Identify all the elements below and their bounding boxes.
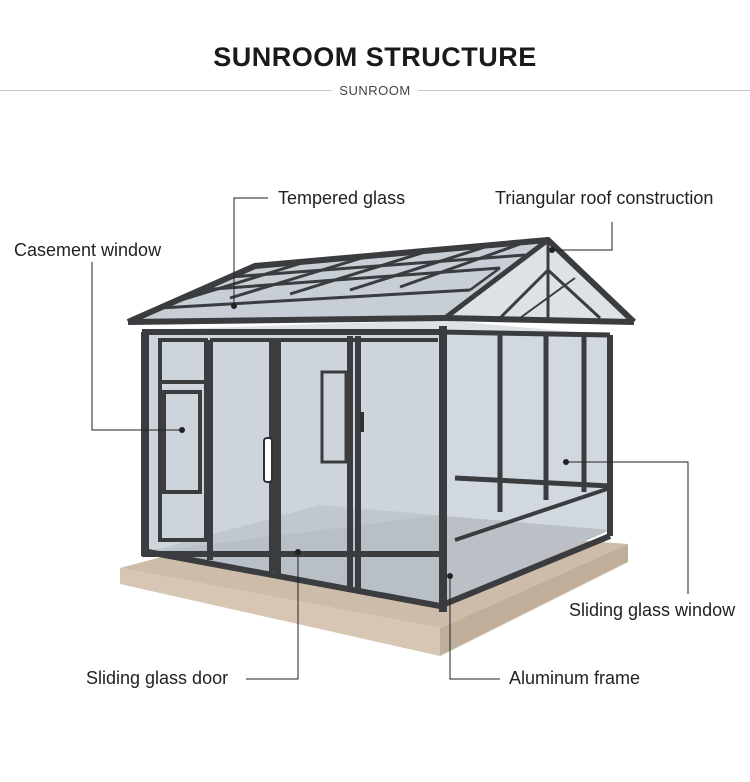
leader-casement-window bbox=[91, 262, 182, 431]
label-tempered-glass: Tempered glass bbox=[278, 188, 406, 208]
leader-sliding-glass-window bbox=[566, 461, 689, 594]
base-slab-front bbox=[120, 568, 440, 656]
page-subtitle: SUNROOM bbox=[339, 83, 411, 98]
front-wall-glass bbox=[148, 332, 440, 606]
base-slab-side bbox=[440, 544, 628, 656]
leader-tempered-glass bbox=[233, 197, 268, 306]
leader-aluminum-frame bbox=[449, 576, 500, 680]
divider-right bbox=[418, 90, 750, 91]
label-sliding-glass-window: Sliding glass window bbox=[569, 600, 736, 620]
label-aluminum-frame: Aluminum frame bbox=[509, 668, 641, 688]
divider-left bbox=[0, 90, 332, 91]
page-title: SUNROOM STRUCTURE bbox=[213, 42, 537, 72]
leader-sliding-glass-door bbox=[246, 552, 299, 680]
door-handle-small bbox=[360, 412, 364, 432]
label-casement-window: Casement window bbox=[14, 240, 162, 260]
leader-lines bbox=[91, 197, 689, 680]
label-triangular-roof: Triangular roof construction bbox=[495, 188, 714, 208]
frame bbox=[126, 236, 637, 612]
leader-triangular-roof bbox=[552, 222, 613, 251]
label-sliding-glass-door: Sliding glass door bbox=[86, 668, 229, 688]
door-handle bbox=[263, 437, 273, 483]
leader-dots bbox=[179, 247, 569, 579]
side-wall-glass bbox=[440, 332, 610, 606]
roof-gable-glass bbox=[445, 242, 632, 322]
